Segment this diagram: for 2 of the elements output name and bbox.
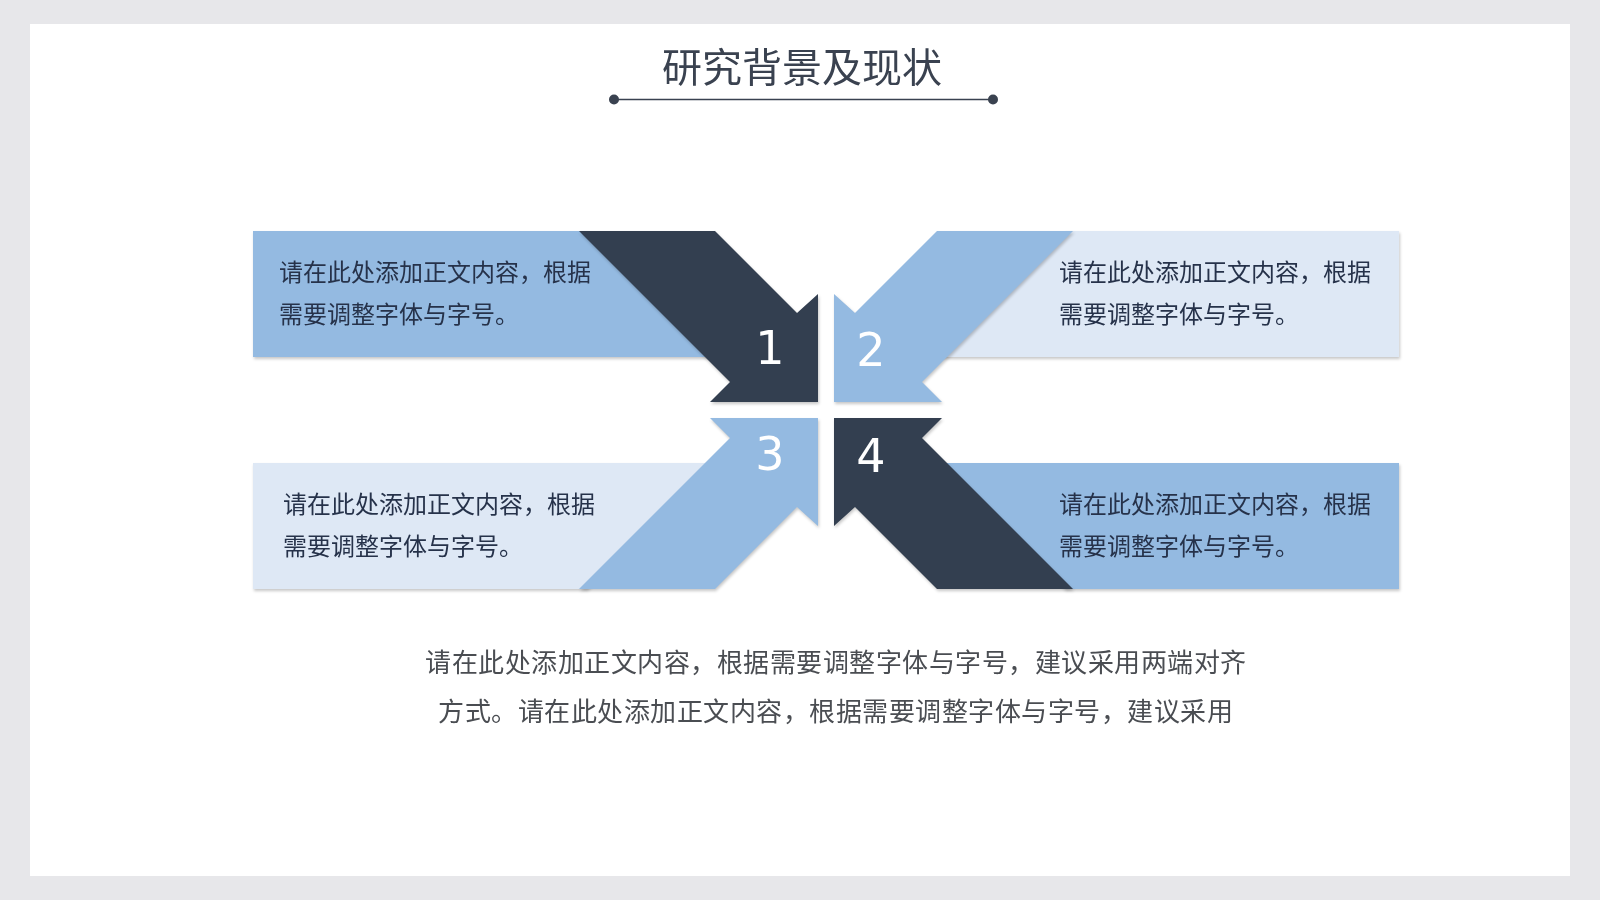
title: 研究背景及现状 (662, 44, 942, 93)
body-paragraph: 请在此处添加正文内容，根据需要调整字体与字号，建议采用两端对齐方式。请在此处添加正文内容，根据需要调整字体与字号，建议采用 (424, 647, 1248, 729)
